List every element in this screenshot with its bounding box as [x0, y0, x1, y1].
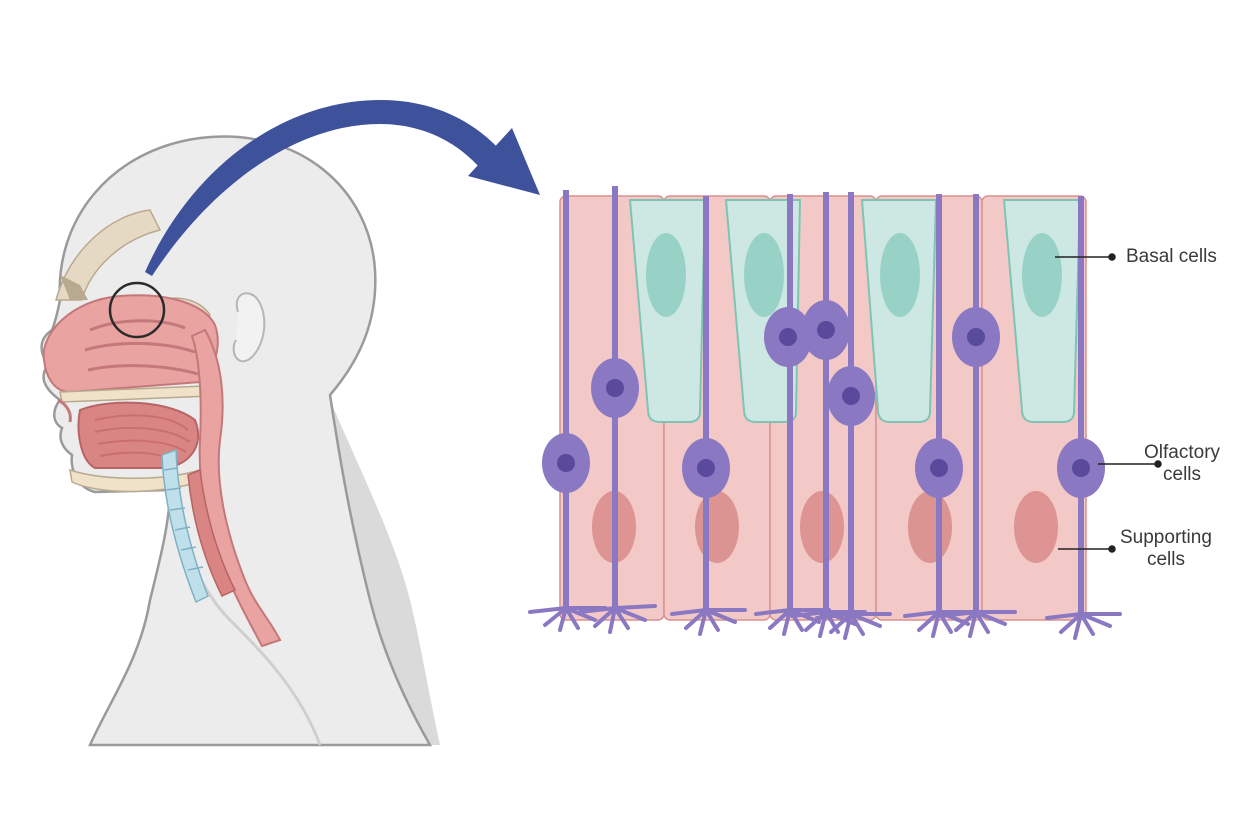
supporting-nucleus-3	[800, 491, 844, 563]
olfactory-cells-label-line1: Olfactory	[1144, 442, 1220, 464]
supporting-nucleus-4	[908, 491, 952, 563]
supporting-nucleus-2	[695, 491, 739, 563]
supporting-cells-label-line1: Supporting	[1120, 527, 1212, 549]
basal-cells-label: Basal cells	[1126, 246, 1217, 268]
supporting-nucleus-5	[1014, 491, 1058, 563]
basal-leader-dot	[1109, 254, 1115, 260]
olfactory-cells-label-line2: cells	[1144, 464, 1220, 486]
olfactory-epithelium	[530, 186, 1161, 638]
supporting-cells-label: Supporting cells	[1120, 527, 1212, 571]
olfactory-cells-label: Olfactory cells	[1144, 442, 1220, 486]
basal-nucleus-3	[880, 233, 920, 317]
basal-nucleus-2	[744, 233, 784, 317]
basal-nucleus-1	[646, 233, 686, 317]
tongue	[79, 403, 199, 468]
supporting-leader-dot	[1109, 546, 1115, 552]
head-illustration	[42, 137, 440, 745]
supporting-cells-label-line2: cells	[1120, 549, 1212, 571]
basal-nucleus-4	[1022, 233, 1062, 317]
